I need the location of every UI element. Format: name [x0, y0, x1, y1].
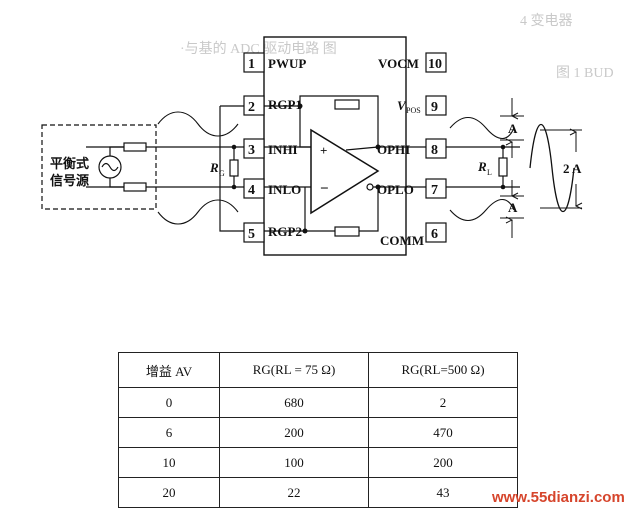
amplitude-label-total: 2 A	[563, 161, 582, 176]
input-wave-bottom	[157, 199, 239, 225]
pin-7-number: 7	[431, 183, 438, 198]
pin-name-ophi: OPHI	[377, 142, 410, 157]
header-rg-500: RG(RL=500 Ω)	[368, 352, 518, 388]
ac-source-sine	[101, 162, 119, 172]
pin-2-number: 2	[248, 100, 255, 115]
pin-name-vocm: VOCM	[378, 56, 419, 71]
table-cell: 43	[368, 477, 518, 508]
vpos-subscript: POS	[406, 106, 421, 115]
rg-junctions	[231, 144, 237, 190]
table-header-row: 增益 AV RG(RL = 75 Ω) RG(RL=500 Ω)	[118, 352, 518, 388]
op-amp-inverting-output	[366, 183, 374, 191]
gain-resistor-rg	[229, 159, 239, 177]
load-resistor-rl	[498, 157, 508, 177]
source-label-line1: 平衡式	[50, 156, 89, 171]
background-text-2: ·与基的 ADC 驱动电路 图	[180, 42, 337, 57]
pin-8-number: 8	[431, 143, 438, 158]
output-wave-top	[449, 116, 515, 140]
input-wave-top	[157, 111, 239, 137]
background-text-3: 图 1 BUD	[556, 66, 614, 81]
op-amp-minus: −	[320, 181, 329, 197]
table-cell: 10	[118, 447, 220, 478]
pin-name-comm: COMM	[380, 233, 424, 248]
pin-name-inhi: INHI	[268, 142, 298, 157]
table-cell: 0	[118, 387, 220, 418]
pin-name-pwup: PWUP	[268, 56, 306, 71]
differential-amplitude-marker	[540, 130, 582, 208]
vpos-label: V	[397, 98, 407, 113]
source-resistor-top	[123, 142, 147, 152]
table-cell: 20	[118, 477, 220, 508]
pin-4-number: 4	[248, 183, 255, 198]
pin-5-number: 5	[248, 227, 255, 242]
circuit-diagram: 1 2 3 4 5 10 9 8 7 6 PWUP RGP1 INHI INLO…	[41, 36, 626, 256]
table-cell: 6	[118, 417, 220, 448]
table-cell: 100	[219, 447, 369, 478]
pin-name-oplo: OPLO	[377, 182, 414, 197]
feedback-resistor-bottom	[334, 226, 360, 237]
source-label-line2: 信号源	[50, 173, 89, 188]
differential-output-wave	[529, 123, 575, 213]
junction-dots	[297, 103, 381, 234]
site-watermark: www.55dianzi.com	[492, 489, 625, 506]
background-text-1: 4 变电器	[520, 14, 573, 29]
balanced-source-box	[41, 124, 157, 210]
right-pin-boxes	[425, 52, 447, 243]
amplitude-label-bottom: A	[508, 200, 518, 215]
table-cell: 200	[368, 447, 518, 478]
pin-1-number: 1	[248, 57, 255, 72]
rg-label: R	[209, 160, 219, 175]
table-row: 6 200 470	[118, 417, 518, 448]
output-wave-bottom	[449, 198, 515, 222]
gain-resistor-table: 增益 AV RG(RL = 75 Ω) RG(RL=500 Ω) 0 680 2…	[118, 352, 518, 508]
header-rg-75: RG(RL = 75 Ω)	[219, 352, 369, 388]
pin-10-number: 10	[428, 57, 442, 72]
table-cell: 2	[368, 387, 518, 418]
table-row: 10 100 200	[118, 447, 518, 478]
op-amp-plus: +	[320, 143, 327, 158]
rl-label: R	[477, 159, 487, 174]
table-cell: 470	[368, 417, 518, 448]
table-cell: 200	[219, 417, 369, 448]
pin-name-inlo: INLO	[268, 182, 301, 197]
table-row: 0 680 2	[118, 387, 518, 418]
source-resistor-bottom	[123, 182, 147, 192]
pin-9-number: 9	[431, 100, 438, 115]
rg-subscript: G	[219, 169, 225, 178]
header-gain: 增益 AV	[118, 352, 220, 388]
rl-subscript: L	[487, 168, 492, 177]
amplitude-label-top: A	[508, 121, 518, 136]
feedback-resistor-top	[334, 99, 360, 110]
table-cell: 680	[219, 387, 369, 418]
pin-6-number: 6	[431, 227, 438, 242]
table-row: 20 22 43	[118, 477, 518, 508]
pin-3-number: 3	[248, 143, 255, 158]
pin-name-rgp1: RGP1	[268, 97, 302, 112]
op-amp-triangle	[310, 128, 380, 215]
amplitude-markers	[500, 98, 524, 238]
table-cell: 22	[219, 477, 369, 508]
